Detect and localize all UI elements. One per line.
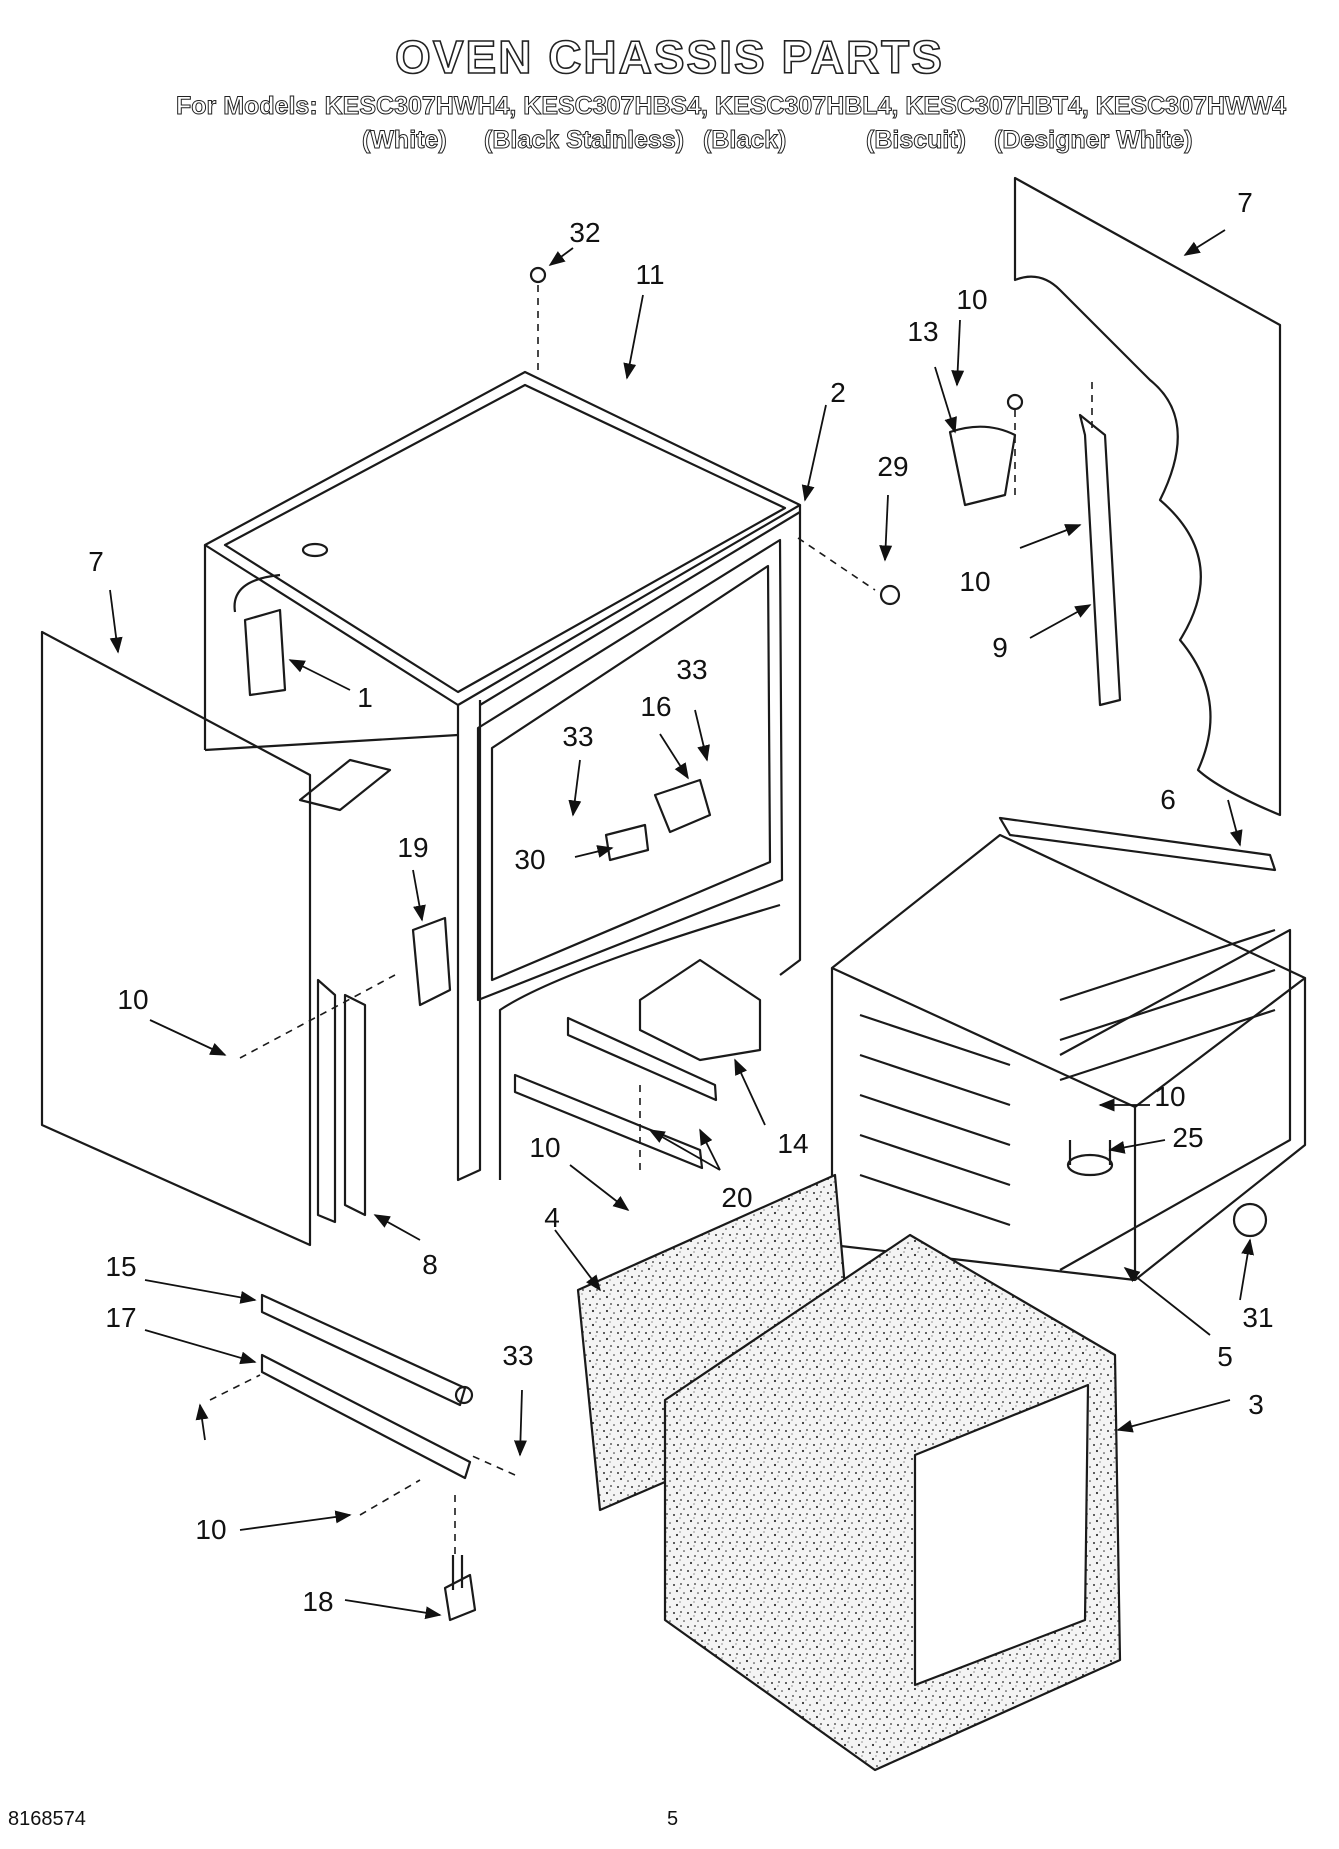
left-side-panel xyxy=(40,630,312,1247)
side-bracket xyxy=(316,978,367,1224)
callout-6: 6 xyxy=(1160,784,1176,815)
callout-16: 16 xyxy=(640,691,672,722)
vent-assembly-14 xyxy=(638,958,762,1062)
callout-5: 5 xyxy=(1217,1341,1233,1372)
screw-10-top xyxy=(1006,393,1024,411)
callout-20: 20 xyxy=(721,1182,753,1213)
bracket-13 xyxy=(948,425,1017,507)
callout-19: 19 xyxy=(397,832,429,863)
callout-10-center: 10 xyxy=(529,1132,561,1163)
page-number: 5 xyxy=(667,1808,679,1830)
oven-cavity xyxy=(830,833,1307,1282)
leveling-leg xyxy=(443,1555,477,1622)
screw-32 xyxy=(529,266,547,284)
callout-25: 25 xyxy=(1172,1122,1204,1153)
cap-31 xyxy=(1232,1202,1268,1238)
callout-29: 29 xyxy=(877,451,909,482)
document-number: 8168574 xyxy=(8,1808,86,1830)
callout-3: 3 xyxy=(1248,1389,1264,1420)
models-line: For Models: KESC307HWH4, KESC307HBS4, KE… xyxy=(175,92,1287,121)
thermostat-16 xyxy=(653,778,712,834)
support-9 xyxy=(1078,413,1122,707)
front-rail-17 xyxy=(260,1353,472,1480)
callout-30: 30 xyxy=(514,844,546,875)
callout-1: 1 xyxy=(357,682,373,713)
callout-10-top: 10 xyxy=(956,284,988,315)
callout-33-mid: 33 xyxy=(562,721,594,752)
color-label-black: (Black) xyxy=(702,126,787,155)
callout-17: 17 xyxy=(105,1302,137,1333)
callout-33-upper: 33 xyxy=(676,654,708,685)
callout-7-left: 7 xyxy=(88,546,104,577)
callout-31: 31 xyxy=(1242,1302,1274,1333)
callout-18: 18 xyxy=(302,1586,334,1617)
bracket-20a xyxy=(513,1073,704,1170)
callout-2: 2 xyxy=(830,377,846,408)
right-side-panel xyxy=(1013,176,1282,817)
bracket-19 xyxy=(411,916,452,1007)
heater-element-6 xyxy=(998,816,1277,872)
bracket-20b xyxy=(566,1016,718,1102)
callout-33-lower: 33 xyxy=(502,1340,534,1371)
callout-14: 14 xyxy=(777,1128,809,1159)
callout-32: 32 xyxy=(569,217,601,248)
callout-9: 9 xyxy=(992,632,1008,663)
component-29 xyxy=(879,584,901,606)
callout-4: 4 xyxy=(544,1202,560,1233)
callout-8: 8 xyxy=(422,1249,438,1280)
callout-10-left: 10 xyxy=(117,984,149,1015)
switch-30 xyxy=(604,823,650,862)
callout-11: 11 xyxy=(635,259,665,290)
front-rail-15 xyxy=(260,1293,467,1407)
chassis-cabinet xyxy=(203,370,802,1182)
callout-10-cavity: 10 xyxy=(1154,1081,1186,1112)
color-label-black-stainless: (Black Stainless) xyxy=(483,126,685,155)
callout-7-right: 7 xyxy=(1237,187,1253,218)
callout-10-upper-right: 10 xyxy=(959,566,991,597)
color-label-designer-white: (Designer White) xyxy=(994,126,1194,155)
page-title: OVEN CHASSIS PARTS xyxy=(394,30,944,84)
callout-13: 13 xyxy=(907,316,939,347)
callout-15: 15 xyxy=(105,1251,137,1282)
color-label-white: (White) xyxy=(362,126,448,155)
callout-10-bottom: 10 xyxy=(195,1514,227,1545)
color-label-biscuit: (Biscuit) xyxy=(866,126,967,155)
